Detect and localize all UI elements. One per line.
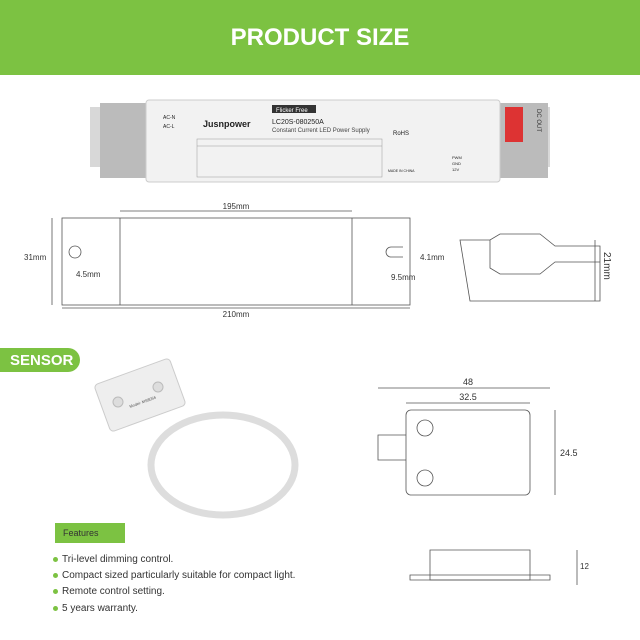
brand-label: Jusnpower [203, 119, 251, 129]
dimension-label: 210mm [223, 310, 250, 319]
features-list: Tri-level dimming control. Compact sized… [53, 551, 295, 616]
list-item: 5 years warranty. [53, 600, 295, 616]
rohs-label: RoHS [393, 131, 409, 137]
pin-label: AC-N [163, 115, 176, 121]
dimension-label: 31mm [24, 253, 47, 262]
dimension-label: 21mm [601, 252, 612, 280]
dimension-label: 32.5 [459, 392, 477, 402]
sensor-photo: Model: MS8056 [94, 358, 299, 519]
pwm-pin-label: GND [452, 161, 461, 166]
features-heading: Features [55, 523, 125, 543]
dimension-label: 4.5mm [76, 270, 101, 279]
dimension-label: 24.5 [560, 448, 578, 458]
list-item: Tri-level dimming control. [53, 551, 295, 567]
sensor-dimension-drawing: 48 32.5 24.5 12 [377, 377, 589, 585]
pin-label: AC-L [163, 124, 175, 130]
dimension-label: 4.1mm [420, 253, 445, 262]
pwm-pin-label: 12V [452, 167, 459, 172]
bullet-icon [53, 572, 58, 578]
dimension-label: 48 [463, 377, 473, 387]
pwm-pin-label: PWM [452, 155, 462, 160]
sensor-badge: SENSOR [0, 348, 80, 372]
flicker-free-label: Flicker Free [276, 108, 308, 114]
made-in-label: MADE IN CHINA [388, 169, 415, 173]
header-banner: PRODUCT SIZE [0, 0, 640, 75]
dimension-label: 9.5mm [391, 273, 416, 282]
list-item: Compact sized particularly suitable for … [53, 567, 295, 583]
dimension-label: 195mm [223, 202, 250, 211]
bullet-icon [53, 556, 58, 562]
page-title: PRODUCT SIZE [230, 23, 410, 51]
driver-photo: Flicker Free Jusnpower LC20S-080250A Con… [90, 99, 550, 183]
dimension-label: 12 [580, 562, 589, 571]
model-label: LC20S-080250A [272, 119, 324, 126]
list-item: Remote control setting. [53, 584, 295, 600]
bullet-icon [53, 589, 58, 595]
bullet-icon [53, 605, 58, 611]
description-label: Constant Current LED Power Supply [272, 128, 370, 134]
dc-out-label: DC OUT [535, 109, 541, 132]
driver-dimension-drawing: 195mm 31mm 4.5mm 4.1mm 9.5mm 210mm 21mm [24, 202, 612, 319]
